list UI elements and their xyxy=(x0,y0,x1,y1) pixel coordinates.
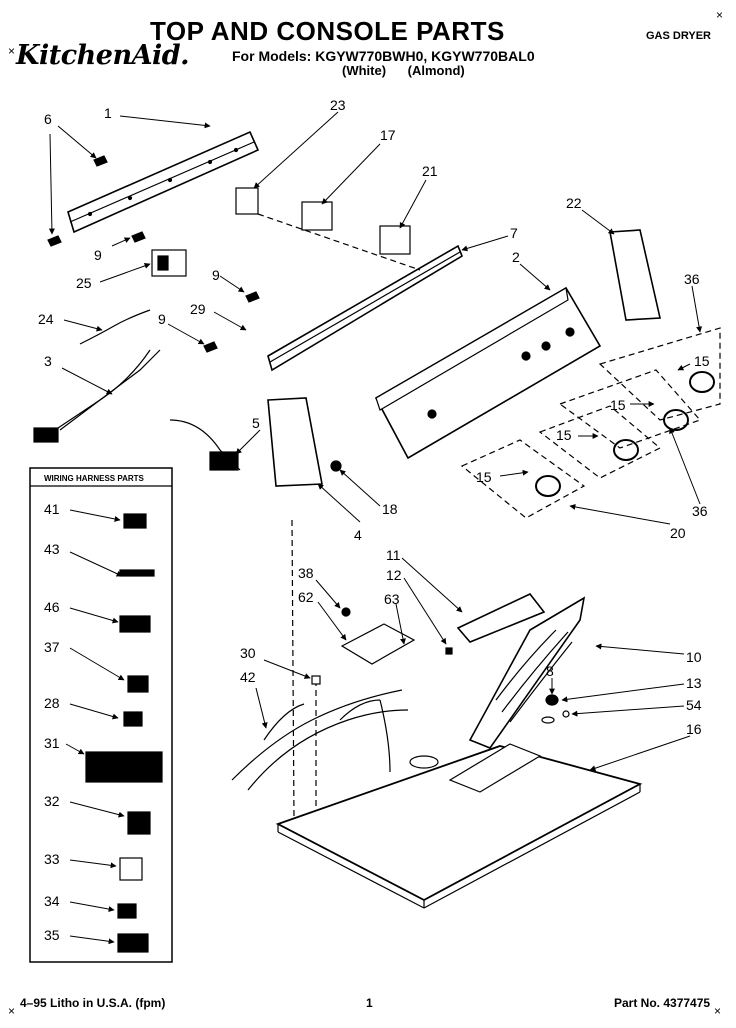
part-number: Part No. 4377475 xyxy=(614,996,711,1010)
callout-33: 33 xyxy=(44,851,60,867)
callout-15: 15 xyxy=(556,427,572,443)
wiring-harness-box xyxy=(29,467,173,963)
callout-20: 20 xyxy=(670,525,686,541)
callout-62: 62 xyxy=(298,589,314,605)
callout-28: 28 xyxy=(44,695,60,711)
part-side-cover xyxy=(267,397,323,487)
alignment-lines xyxy=(257,213,421,840)
litho-note: 4–95 Litho in U.S.A. (fpm) xyxy=(20,996,166,1010)
callout-24: 24 xyxy=(38,311,54,327)
part-screws xyxy=(47,155,260,353)
part-console xyxy=(374,286,602,460)
callout-11: 11 xyxy=(386,547,401,563)
knob-groupings xyxy=(460,327,721,519)
wiring-box-title: WIRING HARNESS PARTS xyxy=(44,474,145,483)
callout-35: 35 xyxy=(44,927,60,943)
callout-63: 63 xyxy=(384,591,400,607)
callout-12: 12 xyxy=(386,567,402,583)
page-number: 1 xyxy=(366,996,373,1010)
part-clip xyxy=(330,460,342,472)
callout-30: 30 xyxy=(240,645,256,661)
callout-42: 42 xyxy=(240,669,256,685)
callout-8: 8 xyxy=(546,663,554,679)
callout-13: 13 xyxy=(686,675,702,691)
callout-18: 18 xyxy=(382,501,398,517)
callout-17: 17 xyxy=(380,127,396,143)
registration-mark: × xyxy=(8,44,16,58)
registration-mark: × xyxy=(714,1004,722,1018)
callout-34: 34 xyxy=(44,893,60,909)
callout-3: 3 xyxy=(44,353,52,369)
part-main-harness xyxy=(231,689,409,791)
callout-9: 9 xyxy=(158,311,166,327)
part-harness xyxy=(33,349,161,443)
model-numbers: For Models: KGYW770BWH0, KGYW770BAL0 xyxy=(232,48,535,64)
callout-31: 31 xyxy=(44,735,60,751)
callout-6: 6 xyxy=(44,111,52,127)
callout-4: 4 xyxy=(354,527,362,543)
callout-22: 22 xyxy=(566,195,582,211)
callout-36: 36 xyxy=(692,503,708,519)
registration-mark: × xyxy=(8,1004,16,1018)
part-switch xyxy=(379,225,411,255)
callout-29: 29 xyxy=(190,301,206,317)
part-terminal-block xyxy=(151,249,187,277)
part-lint-screen xyxy=(456,593,546,643)
callout-15: 15 xyxy=(476,469,492,485)
part-bracket xyxy=(340,623,416,665)
part-switch xyxy=(301,201,333,231)
callout-15: 15 xyxy=(610,397,626,413)
callout-9: 9 xyxy=(94,247,102,263)
callout-41: 41 xyxy=(44,501,60,517)
part-rear-panel xyxy=(67,130,260,234)
callout-10: 10 xyxy=(686,649,702,665)
callout-23: 23 xyxy=(330,97,346,113)
registration-mark: × xyxy=(716,8,724,22)
variant-white: (White) xyxy=(342,63,387,78)
callout-36: 36 xyxy=(684,271,700,287)
part-switch xyxy=(235,187,259,215)
part-top-cover xyxy=(275,743,643,909)
callout-21: 21 xyxy=(422,163,438,179)
part-connector xyxy=(169,419,241,471)
callout-25: 25 xyxy=(76,275,92,291)
part-wire xyxy=(79,309,151,345)
callout-16: 16 xyxy=(686,721,702,737)
callout-43: 43 xyxy=(44,541,60,557)
callout-7: 7 xyxy=(510,225,518,241)
harness-parts xyxy=(85,513,163,953)
callout-32: 32 xyxy=(44,793,60,809)
callout-9: 9 xyxy=(212,267,220,283)
part-knobs xyxy=(535,371,715,497)
callout-54: 54 xyxy=(686,697,702,713)
callout-5: 5 xyxy=(252,415,260,431)
part-end-cap xyxy=(609,229,661,321)
callout-38: 38 xyxy=(298,565,314,581)
part-console-bracket xyxy=(267,244,463,372)
page-title: TOP AND CONSOLE PARTS xyxy=(150,16,505,46)
model-variants: (White) (Almond) xyxy=(342,63,483,78)
callout-46: 46 xyxy=(44,599,60,615)
callout-1: 1 xyxy=(104,105,112,121)
appliance-type: GAS DRYER xyxy=(646,30,711,42)
part-front-panel xyxy=(468,596,586,749)
callout-2: 2 xyxy=(512,249,520,265)
brand-logo: KitchenAid. xyxy=(16,40,190,71)
variant-almond: (Almond) xyxy=(407,63,465,78)
callout-numbers: 1 6 9 25 24 3 23 17 21 7 2 22 36 15 15 1… xyxy=(38,97,710,943)
callout-37: 37 xyxy=(44,639,60,655)
callout-15: 15 xyxy=(694,353,710,369)
